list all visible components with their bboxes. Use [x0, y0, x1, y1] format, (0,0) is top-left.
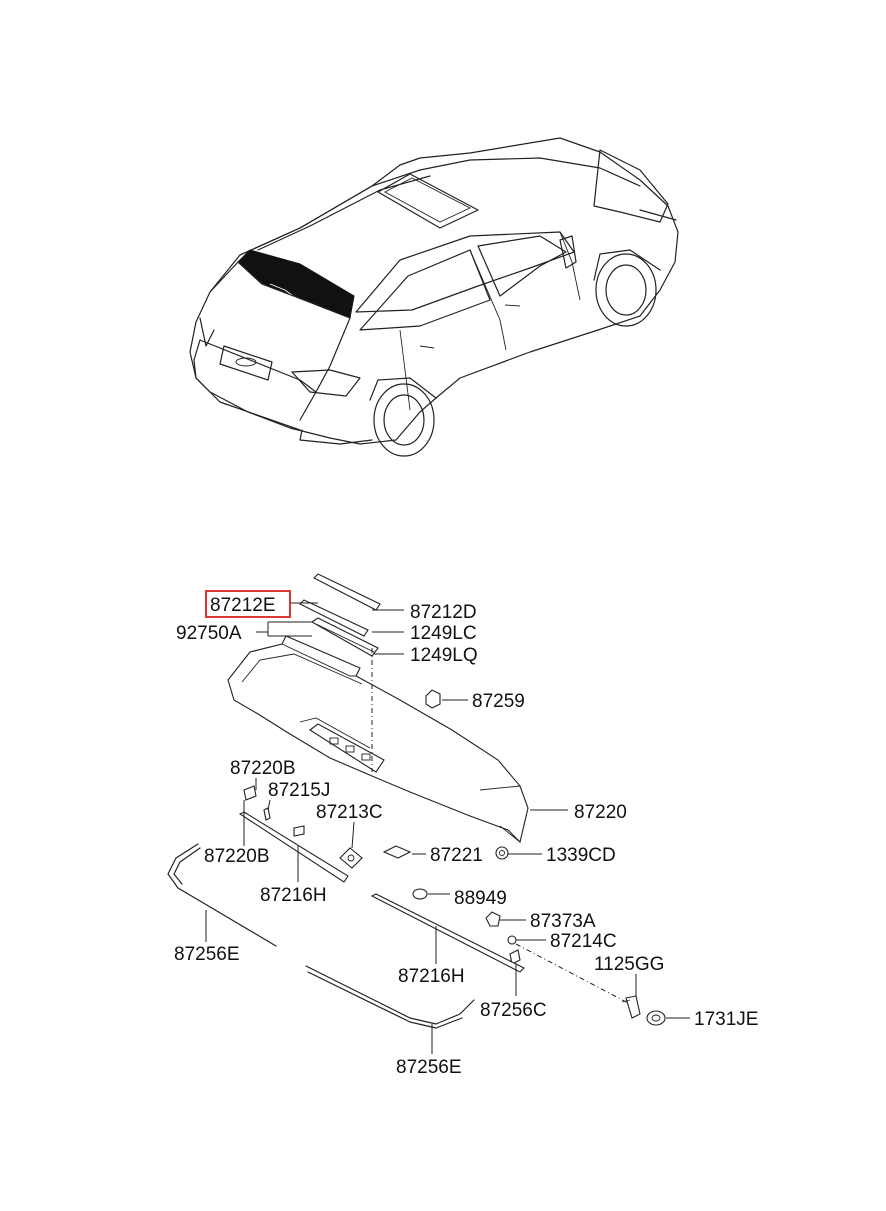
part-92750a-lamp [310, 617, 379, 657]
part-87221 [382, 845, 412, 859]
part-1339cd [495, 846, 509, 860]
part-87259 [425, 689, 441, 709]
leader-lines [205, 602, 690, 1054]
label-1339cd[interactable]: 1339CD [546, 845, 616, 866]
label-87220b-bottom[interactable]: 87220B [204, 846, 270, 867]
label-92750a[interactable]: 92750A [176, 623, 242, 644]
part-87220b-pad [243, 785, 257, 801]
part-1125gg [625, 995, 641, 1019]
label-87214c[interactable]: 87214C [550, 931, 617, 952]
spoiler-exploded-view [167, 573, 666, 1029]
label-87216h-right[interactable]: 87216H [398, 966, 465, 987]
part-87214c [507, 935, 517, 945]
part-88949 [412, 888, 428, 900]
label-87256e-bottom[interactable]: 87256E [396, 1057, 462, 1078]
vehicle-illustration [189, 137, 679, 457]
label-87256c[interactable]: 87256C [480, 1000, 547, 1021]
part-87212d [313, 573, 381, 611]
label-1125gg[interactable]: 1125GG [594, 954, 664, 975]
label-87213c[interactable]: 87213C [316, 802, 383, 823]
label-87373a[interactable]: 87373A [530, 911, 596, 932]
part-87256c [509, 949, 521, 965]
part-87256e-left [167, 843, 277, 947]
part-labels: 87212E 87212D 92750A 1249LC 1249LQ 87259… [174, 595, 758, 1078]
label-1249lq[interactable]: 1249LQ [410, 645, 478, 666]
label-87259[interactable]: 87259 [472, 691, 525, 712]
label-88949[interactable]: 88949 [454, 888, 507, 909]
label-87220[interactable]: 87220 [574, 802, 627, 823]
part-87212e [299, 599, 369, 637]
part-87373a [485, 911, 501, 927]
part-87216h-right [370, 893, 525, 973]
label-87221[interactable]: 87221 [430, 845, 483, 866]
label-1249lc[interactable]: 1249LC [410, 623, 477, 644]
label-87220b-top[interactable]: 87220B [230, 758, 296, 779]
highlight-box [205, 590, 291, 618]
part-87220-spoiler [227, 635, 529, 844]
part-87213c [339, 847, 363, 869]
part-87256e-bottom [305, 965, 475, 1025]
rear-glass [237, 249, 355, 319]
label-87215j[interactable]: 87215J [268, 780, 330, 801]
part-87215j [263, 807, 271, 821]
label-87212d[interactable]: 87212D [410, 602, 477, 623]
label-87216h-left[interactable]: 87216H [260, 885, 327, 906]
label-87256e-left[interactable]: 87256E [174, 944, 240, 965]
part-1731je [646, 1010, 666, 1026]
part-87216h-left [238, 811, 349, 883]
label-87212e[interactable]: 87212E [210, 595, 276, 616]
label-1731je[interactable]: 1731JE [694, 1009, 758, 1030]
